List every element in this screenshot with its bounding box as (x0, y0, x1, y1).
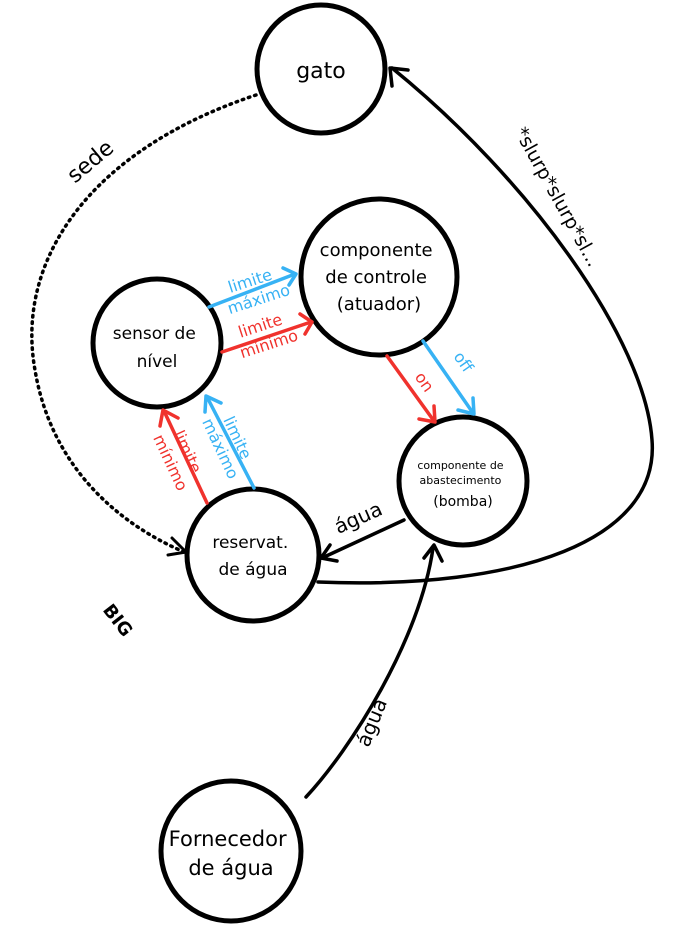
node-fornecedor: Fornecedor de água (158, 778, 304, 924)
edge-res-max-line (205, 395, 256, 490)
edge-on: on (385, 354, 438, 424)
edge-slurp-line (316, 66, 654, 585)
edge-on-arrowhead (417, 404, 437, 424)
edge-off-arrowhead (456, 396, 476, 416)
edge-sensor-min-label: limite mínimo (231, 307, 300, 363)
edge-sensor-min-arrowhead (298, 312, 314, 336)
edge-off-line (421, 339, 475, 415)
node-sensor-nivel: sensor de nível (90, 276, 224, 410)
edge-res-min-line (162, 409, 209, 505)
node-reservatorio-label: reservat. de água (212, 533, 293, 580)
edge-res-min-label: limite mínimo (149, 423, 210, 494)
edge-sede-line (30, 93, 258, 554)
edge-sede-arrowhead (166, 536, 188, 557)
edge-sensor-limite-maximo: limite máximo (207, 261, 298, 318)
edge-sensor-max-arrowhead (281, 266, 298, 287)
edge-res-max-arrowhead (203, 394, 223, 414)
node-reservatorio: reservat. de água (184, 486, 322, 624)
edge-fornecedor-agua-arrowhead (422, 543, 444, 563)
edge-bomba-agua-line (320, 518, 406, 560)
node-componente-controle: componente de controle (atuador) (298, 196, 460, 358)
node-sensor-label: sensor de nível (113, 324, 201, 372)
edge-bomba-agua: água (319, 496, 406, 563)
edge-sensor-min-line (220, 320, 313, 354)
edge-slurp-arrowhead (388, 66, 410, 88)
node-componente-abastecimento: componente de abastecimento (bomba) (396, 414, 530, 548)
edge-bomba-agua-arrowhead (319, 543, 339, 563)
node-gato-label: gato (296, 59, 346, 84)
annotation-big: BIG (98, 600, 136, 641)
edge-res-min-arrowhead (158, 408, 180, 428)
edge-off-label: off (450, 348, 478, 377)
edge-fornecedor-agua-label: água (351, 695, 392, 750)
edge-sede-label: sede (63, 136, 119, 189)
edge-sensor-max-label: limite máximo (219, 261, 293, 318)
node-gato: gato (254, 2, 388, 136)
edge-on-line (385, 354, 436, 423)
node-bomba-label: componente de abastecimento (bomba) (417, 454, 508, 510)
edge-res-limite-maximo: limite máximo (198, 394, 256, 490)
node-controle-label: componente de controle (atuador) (320, 240, 439, 315)
edge-on-label: on (411, 368, 438, 395)
node-fornecedor-label: Fornecedor de água (169, 827, 294, 880)
edge-fornecedor-agua-line (304, 546, 435, 799)
edge-sensor-max-line (207, 272, 297, 309)
